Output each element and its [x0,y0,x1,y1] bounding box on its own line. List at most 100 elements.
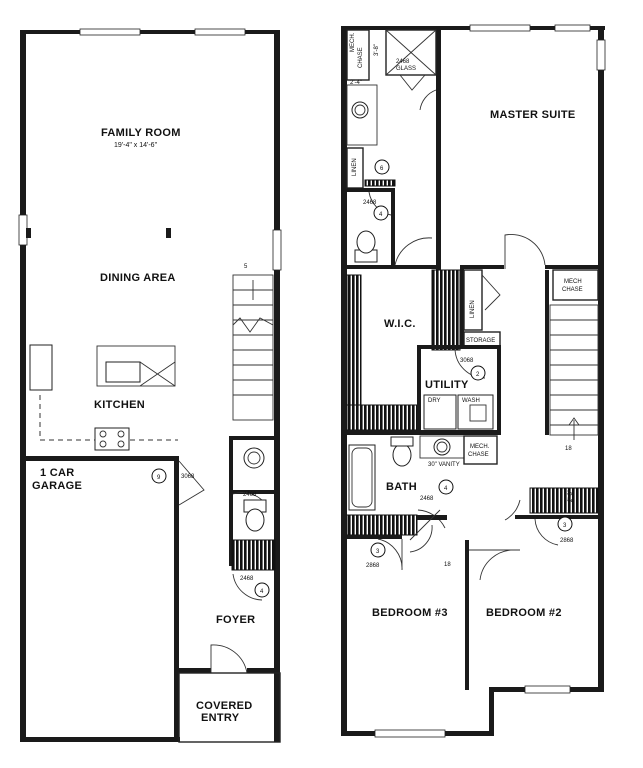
bedroom2-closet-shelving [529,487,599,514]
dryer-label: DRY [428,398,441,404]
hall-sink [433,438,451,456]
wic-shelving-east [431,269,461,351]
mech-chase-top-line1: MECH. [350,32,356,52]
utility-label: UTILITY [425,379,469,391]
ground-floor-plan: FAMILY ROOM 19'-4" x 14'-6" DINING AREA … [18,28,282,743]
linen-mid-label: LINEN [470,300,476,318]
wic-shelving-south [346,404,418,431]
bath-door-tag: 4 [444,486,448,492]
upper-west-wall [341,26,347,736]
window [79,28,141,36]
ground-north-wall [20,30,280,34]
shower [385,29,437,76]
upper-stair-label: 18 [565,446,572,452]
coat-closet [231,539,276,571]
upper-stair [549,304,599,440]
washer-label: WASH [462,398,480,404]
bath-closet-shelving [346,514,418,536]
covered-entry-line2: ENTRY [201,712,240,724]
washer [457,394,494,430]
master-door-swing [504,234,546,269]
bedroom3-door-size: 2868 [366,563,380,569]
ground-west-wall [20,30,26,742]
bedroom3-door-swing [377,538,403,571]
bedroom2-door-tag: 3 [563,523,567,529]
wic-label: W.I.C. [384,318,416,330]
window [194,28,246,36]
dining-area-label: DINING AREA [100,272,176,284]
garage-north-wall [20,456,178,461]
mech-chase-top [346,29,370,81]
utility-door-tag-circle [470,365,486,381]
garage-label-line2: GARAGE [32,480,82,492]
storage-label: STORAGE [466,338,495,344]
kitchen-counter-outline [39,395,178,441]
refrigerator [29,344,53,391]
ground-stair-label: 5 [244,264,248,270]
linen-tag: 6 [380,166,384,172]
powder-sink [243,447,265,469]
linen-top-label: LINEN [352,158,358,176]
powder-wall [229,436,275,440]
garage-door-swing [178,460,205,506]
garage-east-wall [174,456,179,738]
bath-door-tag-circle [438,479,454,495]
bedroom3-door-tag: 3 [376,549,380,555]
foyer-label: FOYER [216,614,255,626]
master-toilet [356,230,376,254]
utility-door-tag: 2 [476,372,480,378]
utility-door-size: 3068 [460,358,474,364]
wc-door-tag-circle [373,205,389,221]
window [272,229,282,271]
garage-door-tag-circle [151,468,167,484]
powder-wall [229,436,233,566]
bath-door-size: 2468 [420,496,434,502]
upper-floor-plan: MECH. CHASE 3'-8" 2468 GLASS 2'-4" LINEN… [341,24,606,738]
ground-south-wall [20,737,180,742]
garage-label-line1: 1 CAR [40,467,75,479]
wc-door-tag: 4 [379,212,383,218]
linen-tag-circle [374,159,390,175]
master-bath-east-wall [436,30,441,270]
covered-entry-outline [178,672,281,743]
ground-stair [232,274,274,421]
hall-toilet [392,443,412,467]
bedroom3-door-tag-circle [370,542,386,558]
closet-tag: 4 [260,589,264,595]
kitchen-label: KITCHEN [94,399,145,411]
bedroom2-door-size: 2868 [560,538,574,544]
bathtub [348,444,376,511]
family-room-dimension: 19'-4" x 14'-6" [114,142,158,149]
mech-chase-top-line2: CHASE [358,47,364,68]
master-suite-label: MASTER SUITE [490,109,576,121]
master-sink [351,101,369,119]
mech-chase-bath-line2: CHASE [468,452,489,458]
mech-chase-bath [463,435,498,465]
mech-chase-right [552,269,599,301]
ground-east-wall [274,30,280,742]
shower-glass-line1: 2468 [396,59,410,65]
covered-entry-line1: COVERED [196,700,253,712]
window [18,214,28,246]
kitchen-sink [105,361,141,383]
bedroom2-door-tag-circle [557,516,573,532]
vanity-dimension: 2'-4" [350,80,362,86]
closet-tag-circle [254,582,270,598]
toilet [245,508,265,532]
hall-stair-label: 18 [444,562,451,568]
kitchen-island [96,345,176,387]
upper-east-wall [598,26,604,692]
column [166,228,171,238]
closet-door-size: 2468 [240,576,254,582]
column [26,228,31,238]
bedroom3-label: BEDROOM #3 [372,607,448,619]
vanity-size-label: 30" VANITY [428,462,460,468]
linen-closet-mid [463,269,483,331]
garage-door-tag: 9 [157,475,161,481]
bedroom2-closet-dimension: 2'-8" [568,490,574,502]
garage-door-size: 3068 [181,474,195,480]
mech-chase-right-line1: MECH [564,279,582,285]
powder-door-size: 2468 [243,492,257,498]
bath-label: BATH [386,481,417,493]
